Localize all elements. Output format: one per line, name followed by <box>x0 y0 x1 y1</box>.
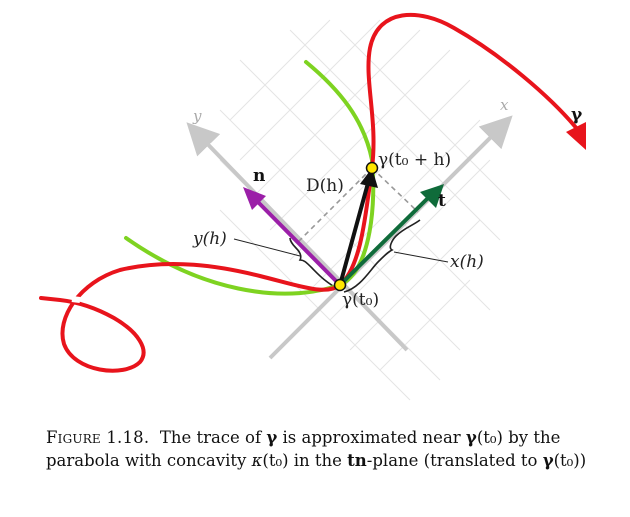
caption-gamma-3: γ <box>542 451 554 470</box>
normal-vector <box>243 187 342 287</box>
caption-kappa: κ <box>251 451 263 470</box>
figure-number: Figure 1.18. <box>46 428 150 447</box>
point-t0-label: γ(t₀) <box>342 290 379 310</box>
figure-caption: Figure 1.18. The trace of γ is approxima… <box>46 426 606 472</box>
approximating-parabola <box>124 60 376 296</box>
y-label-leader <box>233 238 301 257</box>
caption-text-1: The trace of <box>159 428 267 447</box>
tangent-vector <box>338 184 444 287</box>
caption-text-4: (t₀) in the <box>262 451 348 470</box>
gamma-gap <box>71 296 81 303</box>
caption-tn: tn <box>347 451 367 470</box>
x-axis-label: x <box>500 96 509 114</box>
caption-text-3: (t₀) by the parabola with concavity <box>46 428 561 470</box>
caption-gamma-1: γ <box>266 428 278 447</box>
point-t0-plus-h-label: γ(t₀ + h) <box>378 150 451 170</box>
tangent-label: t <box>438 191 446 211</box>
curvature-figure: x y γ n t D(h) γ(t₀) γ(t₀ + h) x(h) y(h) <box>39 12 586 401</box>
y-axis-label: y <box>192 107 202 125</box>
gamma-label: γ <box>571 105 583 125</box>
caption-text-2: is approximated near <box>277 428 466 447</box>
y-component-label: y(h) <box>192 229 227 249</box>
displacement-label: D(h) <box>306 176 344 196</box>
gamma-arrowhead <box>566 122 586 150</box>
caption-text-6: (t₀)) <box>553 451 587 470</box>
caption-gamma-2: γ <box>465 428 477 447</box>
projection-lines <box>297 167 419 243</box>
caption-text-5: -plane (translated to <box>366 451 543 470</box>
point-t0-plus-h-marker <box>365 161 379 175</box>
point-t0-marker <box>333 278 347 292</box>
gamma-curve <box>39 12 580 373</box>
x-component-label: x(h) <box>450 252 484 272</box>
x-label-leader <box>393 251 449 263</box>
y-component-brace <box>289 237 341 291</box>
y-axis <box>186 122 409 352</box>
normal-label: n <box>253 166 265 186</box>
x-component-brace <box>343 219 421 293</box>
